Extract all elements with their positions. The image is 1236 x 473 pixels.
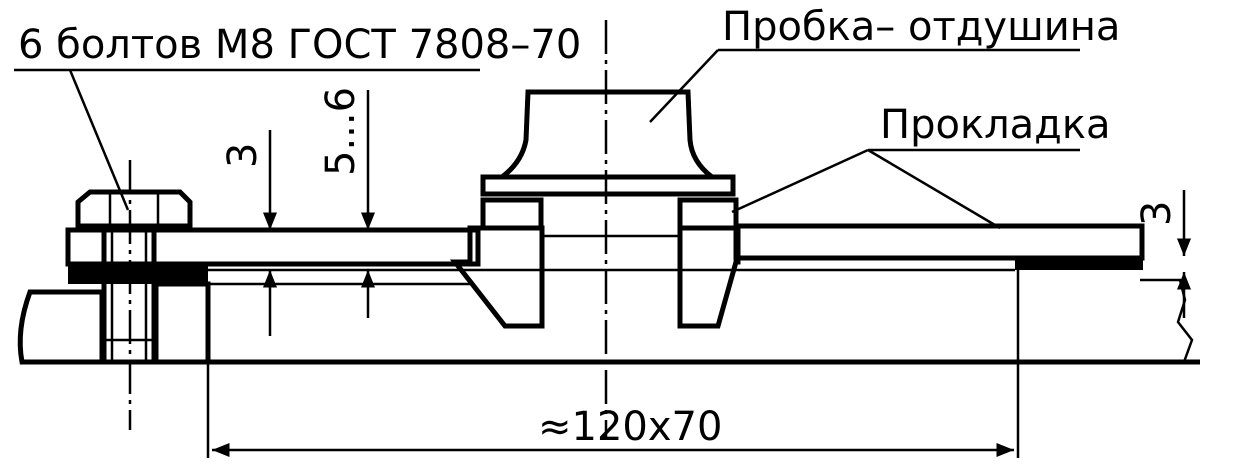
dim-right-thickness: 3	[1134, 201, 1180, 226]
dimension-lines	[206, 90, 1191, 458]
gasket-label: Прокладка	[880, 102, 1111, 148]
dim-opening: ≈120x70	[538, 404, 722, 450]
housing-wall	[17, 278, 1200, 365]
dim-gap: 5...6	[318, 87, 364, 176]
leader-lines	[14, 48, 1080, 230]
plug-label: Пробка– отдушина	[722, 4, 1120, 50]
bolts-label: 6 болтов М8 ГОСТ 7808–70	[18, 22, 581, 68]
dim-cover-thickness: 3	[220, 143, 266, 168]
vent-plug	[480, 89, 739, 231]
